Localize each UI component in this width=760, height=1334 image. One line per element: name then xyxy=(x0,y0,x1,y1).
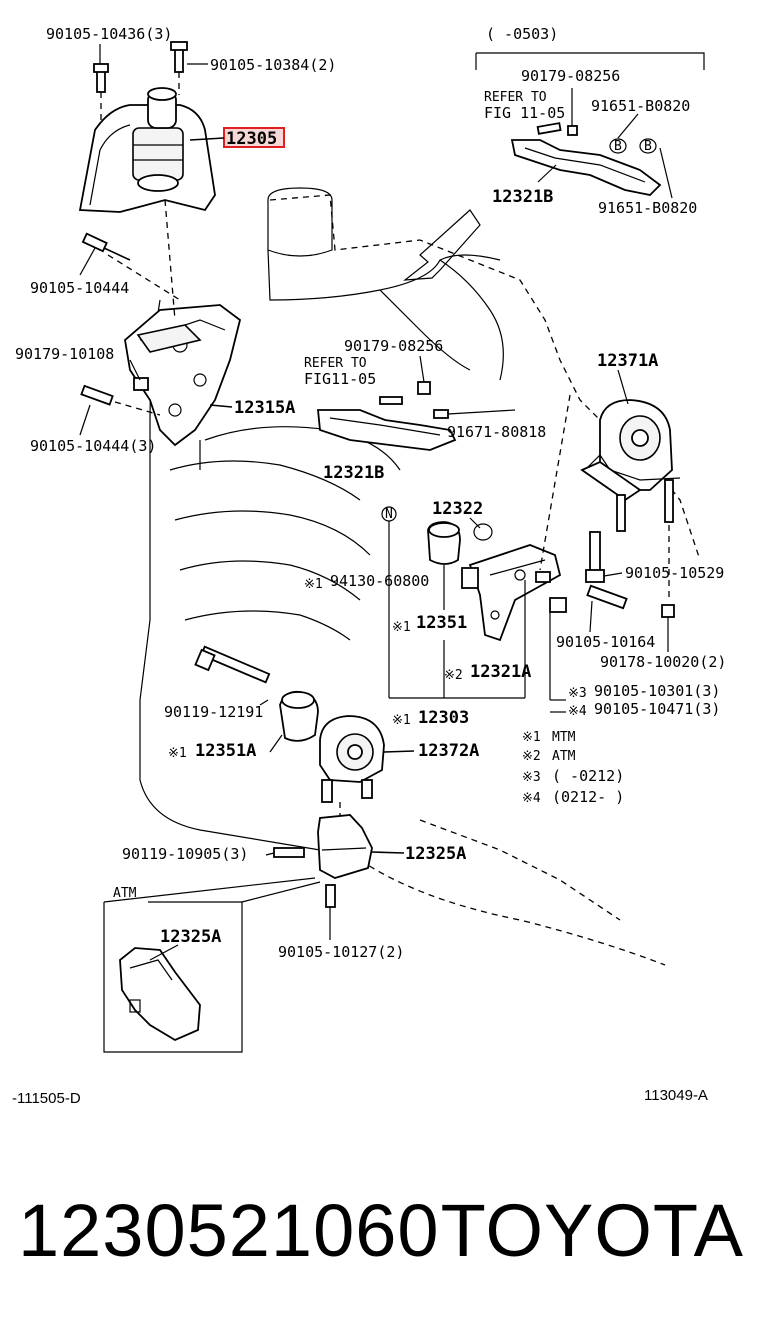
label-group: 90105-10436(3) 90105-10384(2) 12305 9010… xyxy=(12,25,726,1107)
label-94130-60800: 94130-60800 xyxy=(330,572,429,590)
label-90179-08256-top: 90179-08256 xyxy=(521,67,620,85)
brand-name: TOYOTA xyxy=(440,1189,744,1272)
mount-12371A xyxy=(580,399,681,618)
label-12351A: 12351A xyxy=(195,741,256,761)
label-90105-10529: 90105-10529 xyxy=(625,564,724,582)
figure-code-left: -111505-D xyxy=(12,1090,81,1107)
label-12371A: 12371A xyxy=(597,351,658,371)
legend-text-3: ( -0212) xyxy=(552,767,624,785)
label-date-range: ( -0503) xyxy=(486,25,558,43)
label-90179-08256-mid: 90179-08256 xyxy=(344,337,443,355)
circle-b1-letter: B xyxy=(614,139,622,154)
label-12321B-mid: 12321B xyxy=(323,463,384,483)
mark-1-a: ※1 xyxy=(304,577,323,592)
label-fig-ref-mid: FIG11-05 xyxy=(304,370,376,388)
label-12303: 12303 xyxy=(418,708,469,728)
footer: 1230521060 TOYOTA xyxy=(0,1180,760,1290)
label-90178-10020: 90178-10020(2) xyxy=(600,653,726,671)
label-12351: 12351 xyxy=(416,613,467,633)
label-90105-10471: 90105-10471(3) xyxy=(594,700,720,718)
bracket-12321A xyxy=(381,394,628,701)
figure-code-right: 113049-A xyxy=(644,1087,708,1104)
label-12372A: 12372A xyxy=(418,741,479,761)
label-12321A: 12321A xyxy=(470,662,531,682)
label-refer-to-top: REFER TO xyxy=(484,90,547,105)
label-90105-10384: 90105-10384(2) xyxy=(210,56,336,74)
label-91651-B0820-bottom: 91651-B0820 xyxy=(598,199,697,217)
circle-n-letter: N xyxy=(385,507,393,522)
label-12325A: 12325A xyxy=(405,844,466,864)
mark-1-b: ※1 xyxy=(392,620,411,635)
legend-text-2: ATM xyxy=(552,749,576,764)
label-refer-to-mid: REFER TO xyxy=(304,356,367,371)
engine-mount-12305 xyxy=(78,41,216,213)
bracket-12321B-mid xyxy=(317,381,516,451)
legend-text-4: (0212- ) xyxy=(552,788,624,806)
label-90179-10108: 90179-10108 xyxy=(15,345,114,363)
mark-2: ※2 xyxy=(444,668,463,683)
label-90119-12191: 90119-12191 xyxy=(164,703,263,721)
label-90105-10301: 90105-10301(3) xyxy=(594,682,720,700)
label-12325A-atm: 12325A xyxy=(160,927,221,947)
mark-1-d: ※1 xyxy=(168,746,187,761)
label-90119-10905: 90119-10905(3) xyxy=(122,845,248,863)
legend-mark-1: ※1 xyxy=(522,730,541,745)
label-atm-box: ATM xyxy=(113,886,137,901)
legend-text-1: MTM xyxy=(552,730,576,745)
part-number: 1230521060 xyxy=(18,1189,440,1272)
mark-1-c: ※1 xyxy=(392,713,411,728)
legend-mark-2: ※2 xyxy=(522,749,541,764)
bracket-12321B-top xyxy=(475,52,705,196)
legend-mark-4: ※4 xyxy=(522,791,541,806)
label-90105-10444-3: 90105-10444(3) xyxy=(30,437,156,455)
circle-b2-letter: B xyxy=(644,139,652,154)
direction-arrow xyxy=(403,209,481,281)
label-91651-B0820-top: 91651-B0820 xyxy=(591,97,690,115)
bracket-12315A xyxy=(80,199,242,447)
label-12321B-top: 12321B xyxy=(492,187,553,207)
label-91671-80818: 91671-80818 xyxy=(447,423,546,441)
mount-12372A xyxy=(194,645,415,908)
label-12305-highlighted: 12305 xyxy=(226,129,277,149)
leader-lines xyxy=(79,44,673,940)
label-90105-10127: 90105-10127(2) xyxy=(278,943,404,961)
label-12315A: 12315A xyxy=(234,398,295,418)
label-90105-10436: 90105-10436(3) xyxy=(46,25,172,43)
label-90105-10444: 90105-10444 xyxy=(30,279,129,297)
mark-4: ※4 xyxy=(568,704,587,719)
parts-diagram: 90105-10436(3) 90105-10384(2) 12305 9010… xyxy=(12,25,726,1107)
legend-mark-3: ※3 xyxy=(522,770,541,785)
label-90105-10164: 90105-10164 xyxy=(556,633,655,651)
highlight-box xyxy=(223,127,285,148)
label-12322: 12322 xyxy=(432,499,483,519)
mark-3: ※3 xyxy=(568,686,587,701)
label-fig-ref-top: FIG 11-05 xyxy=(484,104,565,122)
atm-inset xyxy=(103,877,321,1053)
